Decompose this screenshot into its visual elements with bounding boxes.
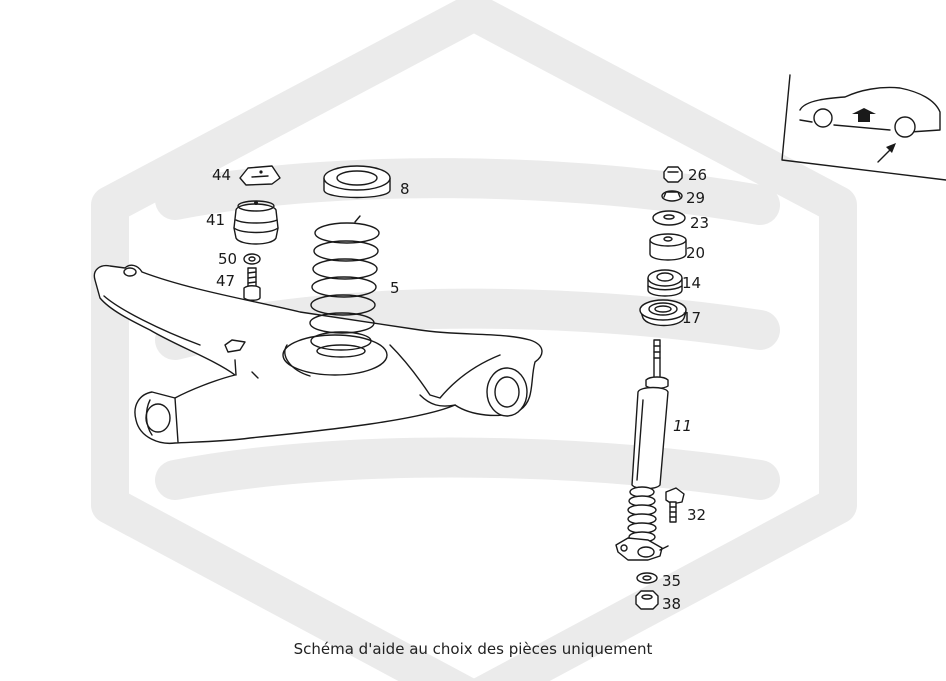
callout-20: 20 (686, 244, 705, 262)
bolt-part-47 (243, 267, 261, 301)
bushing-part-14 (647, 269, 683, 297)
washer-part-50 (243, 253, 261, 265)
callout-35: 35 (662, 572, 681, 590)
callout-50: 50 (218, 250, 237, 268)
bushing-part-17 (639, 299, 687, 327)
washer-part-35 (636, 572, 658, 584)
callout-8: 8 (400, 180, 410, 198)
callout-14: 14 (682, 274, 701, 292)
callout-38: 38 (662, 595, 681, 613)
callout-32: 32 (687, 506, 706, 524)
car-locator-icon (781, 74, 946, 181)
callout-23: 23 (690, 214, 709, 232)
nut-part-26 (663, 166, 683, 183)
callout-5: 5 (390, 279, 400, 297)
callout-29: 29 (686, 189, 705, 207)
nut-part-38 (635, 590, 659, 610)
callout-11: 11 (673, 417, 692, 435)
callout-26: 26 (688, 166, 707, 184)
washer-part-23 (652, 210, 686, 226)
control-arm (93, 264, 543, 445)
bump-cap-part-44 (239, 165, 281, 186)
diagram-caption: Schéma d'aide au choix des pièces unique… (293, 640, 653, 658)
shock-absorber-part-11 (615, 339, 669, 561)
coil-spring-part-5 (309, 215, 380, 358)
bump-stop-part-41 (233, 200, 279, 245)
callout-44: 44 (212, 166, 231, 184)
callout-41: 41 (206, 211, 225, 229)
washer-part-29 (661, 190, 683, 202)
callout-47: 47 (216, 272, 235, 290)
bolt-part-32 (665, 487, 685, 523)
spring-pad-part-8 (323, 165, 391, 199)
callout-17: 17 (682, 309, 701, 327)
spacer-part-20 (649, 233, 687, 261)
